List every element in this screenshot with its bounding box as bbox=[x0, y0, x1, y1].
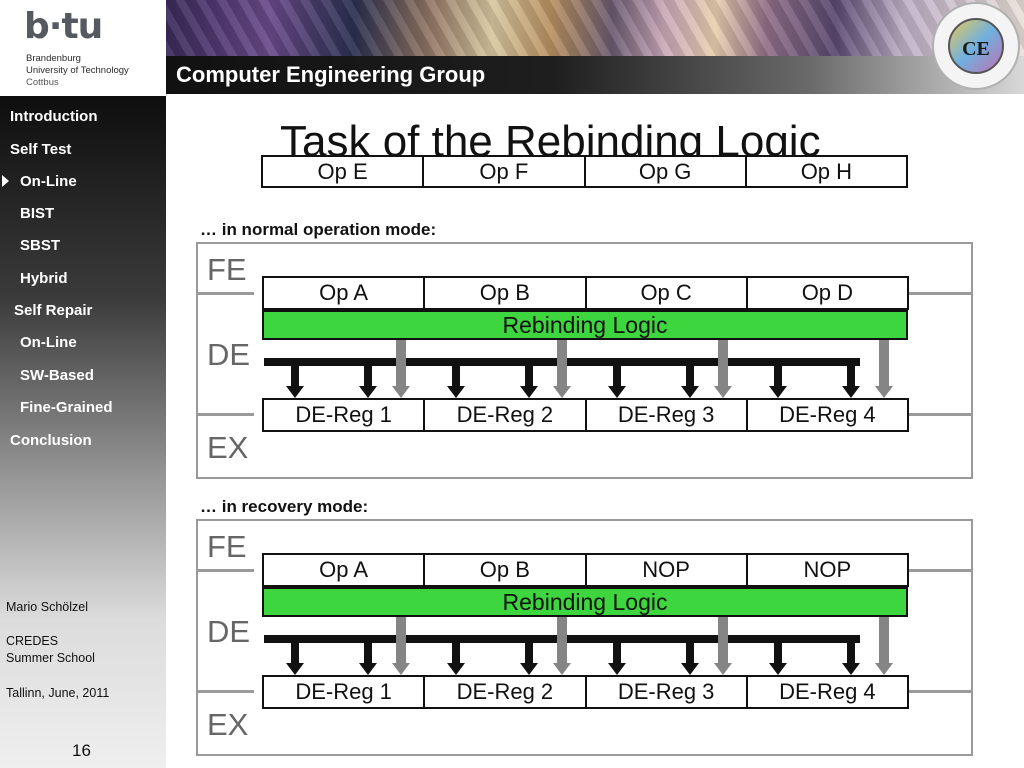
black-arrow bbox=[681, 358, 699, 398]
op-cell: Op D bbox=[801, 280, 854, 305]
grey-arrow bbox=[714, 340, 732, 398]
black-arrow bbox=[769, 635, 787, 675]
grey-arrow bbox=[392, 340, 410, 398]
top-op-row: Op E Op F Op G Op H bbox=[261, 155, 908, 188]
nav-introduction[interactable]: Introduction bbox=[10, 108, 98, 125]
nav-fine-grained[interactable]: Fine-Grained bbox=[20, 399, 113, 416]
nav-hybrid[interactable]: Hybrid bbox=[20, 270, 68, 287]
department-logo-text: CE bbox=[962, 38, 990, 60]
op-cell: Op B bbox=[425, 555, 587, 585]
stage-de-label: DE bbox=[207, 337, 251, 372]
university-name-line-2: University of Technology bbox=[26, 65, 129, 76]
grey-arrow bbox=[553, 617, 571, 675]
pipeline-normal: FE DE EX Op A Op B Op C Op D Rebinding L… bbox=[196, 242, 973, 479]
black-arrow bbox=[608, 358, 626, 398]
header-bar: Computer Engineering Group bbox=[166, 56, 1024, 94]
stage-ex-label: EX bbox=[207, 430, 249, 465]
black-arrow bbox=[842, 635, 860, 675]
fe-de-divider-right bbox=[908, 569, 971, 572]
black-arrow bbox=[286, 358, 304, 398]
fe-de-divider-left bbox=[198, 292, 254, 295]
stage-de-label: DE bbox=[207, 614, 251, 649]
grey-arrow bbox=[553, 340, 571, 398]
op-cell: Op G bbox=[586, 157, 747, 186]
register-row-normal: DE-Reg 1 DE-Reg 2 DE-Reg 3 DE-Reg 4 bbox=[262, 398, 909, 432]
op-cell: NOP bbox=[803, 557, 852, 582]
btu-logo: b·tu bbox=[24, 6, 103, 47]
op-cell: Op A bbox=[264, 278, 426, 308]
register-cell: DE-Reg 1 bbox=[264, 677, 426, 707]
register-cell: DE-Reg 4 bbox=[779, 402, 876, 427]
register-row-recovery: DE-Reg 1 DE-Reg 2 DE-Reg 3 DE-Reg 4 bbox=[262, 675, 909, 709]
register-cell: DE-Reg 3 bbox=[587, 677, 748, 707]
op-row-normal: Op A Op B Op C Op D bbox=[262, 276, 909, 310]
black-arrow bbox=[520, 635, 538, 675]
fe-de-divider-left bbox=[198, 569, 254, 572]
normal-mode-label: … in normal operation mode: bbox=[200, 220, 437, 239]
author-name: Mario Schölzel bbox=[6, 600, 88, 614]
nav-self-repair[interactable]: Self Repair bbox=[14, 302, 93, 319]
de-ex-divider-left bbox=[198, 690, 254, 693]
register-cell: DE-Reg 3 bbox=[587, 400, 748, 430]
department-logo: CE bbox=[932, 2, 1020, 90]
rebinding-logic-block: Rebinding Logic bbox=[262, 310, 908, 340]
department-logo-emblem: CE bbox=[948, 18, 1004, 74]
op-cell: Op E bbox=[263, 157, 425, 186]
event-subtitle: Summer School bbox=[6, 651, 95, 665]
event-place-date: Tallinn, June, 2011 bbox=[6, 686, 110, 700]
black-arrow bbox=[359, 358, 377, 398]
op-cell: Op C bbox=[587, 278, 748, 308]
nav-sw-based[interactable]: SW-Based bbox=[20, 367, 94, 384]
stage-fe-label: FE bbox=[207, 529, 247, 564]
fe-de-divider-right bbox=[908, 292, 971, 295]
op-cell: Op F bbox=[424, 157, 586, 186]
grey-arrow bbox=[875, 340, 893, 398]
nav-on-line-self-test[interactable]: On-Line bbox=[20, 173, 77, 190]
black-arrow bbox=[359, 635, 377, 675]
black-arrow bbox=[608, 635, 626, 675]
university-name-line-1: Brandenburg bbox=[26, 53, 81, 64]
grey-arrow bbox=[392, 617, 410, 675]
black-arrow bbox=[520, 358, 538, 398]
nav-self-test[interactable]: Self Test bbox=[10, 141, 72, 158]
university-logo-area: b·tu Brandenburg University of Technolog… bbox=[0, 0, 167, 96]
register-cell: DE-Reg 2 bbox=[425, 400, 587, 430]
rebinding-logic-block: Rebinding Logic bbox=[262, 587, 908, 617]
university-name-line-3: Cottbus bbox=[26, 77, 59, 88]
black-arrow bbox=[842, 358, 860, 398]
sidebar bbox=[0, 96, 166, 768]
stage-fe-label: FE bbox=[207, 252, 247, 287]
event-name: CREDES bbox=[6, 634, 59, 648]
nav-bist[interactable]: BIST bbox=[20, 205, 55, 222]
op-row-recovery: Op A Op B NOP NOP bbox=[262, 553, 909, 587]
page-number: 16 bbox=[72, 741, 91, 760]
nav-on-line-self-repair[interactable]: On-Line bbox=[20, 334, 77, 351]
grey-arrow bbox=[875, 617, 893, 675]
register-cell: DE-Reg 1 bbox=[264, 400, 426, 430]
nav-conclusion[interactable]: Conclusion bbox=[10, 432, 92, 449]
stage-ex-label: EX bbox=[207, 707, 249, 742]
pipeline-recovery: FE DE EX Op A Op B NOP NOP Rebinding Log… bbox=[196, 519, 973, 756]
nav-sbst[interactable]: SBST bbox=[20, 237, 61, 254]
header-banner-image bbox=[166, 0, 1024, 56]
register-cell: DE-Reg 2 bbox=[425, 677, 587, 707]
black-arrow bbox=[681, 635, 699, 675]
slide-title: Task of the Rebinding Logic bbox=[280, 117, 821, 156]
black-arrow bbox=[769, 358, 787, 398]
de-ex-divider-right bbox=[908, 413, 971, 416]
black-arrow bbox=[286, 635, 304, 675]
op-cell: Op A bbox=[264, 555, 426, 585]
recovery-mode-label: … in recovery mode: bbox=[200, 497, 369, 516]
de-ex-divider-right bbox=[908, 690, 971, 693]
black-arrow bbox=[447, 358, 465, 398]
black-arrow bbox=[447, 635, 465, 675]
op-cell: Op H bbox=[800, 159, 853, 184]
op-cell: Op B bbox=[425, 278, 587, 308]
group-title: Computer Engineering Group bbox=[176, 62, 486, 87]
de-ex-divider-left bbox=[198, 413, 254, 416]
register-cell: DE-Reg 4 bbox=[779, 679, 876, 704]
active-item-arrow-icon bbox=[2, 175, 9, 187]
grey-arrow bbox=[714, 617, 732, 675]
op-cell: NOP bbox=[587, 555, 748, 585]
